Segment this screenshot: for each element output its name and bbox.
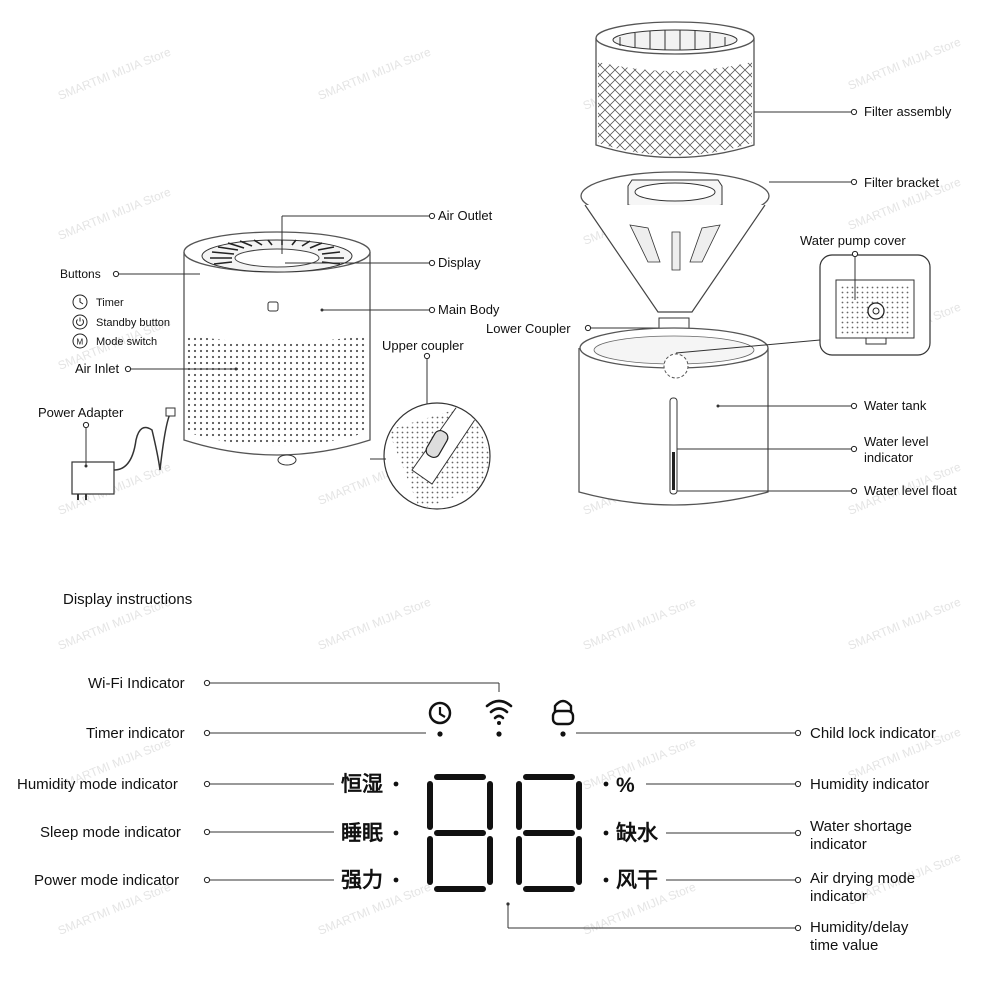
child-lock-indicator-label: Child lock indicator bbox=[810, 725, 936, 742]
filter-assembly-label: Filter assembly bbox=[864, 104, 952, 119]
wifi-icon bbox=[485, 699, 513, 725]
water-shortage-indicator-label-line1: Water shortage bbox=[810, 818, 912, 835]
watermark: SMARTMI MIJIA Store bbox=[846, 35, 963, 93]
left-callouts: Wi-Fi Indicator Timer indicator Humidity… bbox=[17, 675, 500, 889]
grille-vanes bbox=[210, 239, 344, 265]
power-adapter-label: Power Adapter bbox=[38, 405, 124, 420]
panel-sleep-mode: 睡眠 bbox=[341, 821, 383, 845]
panel-power-mode: 强力 bbox=[341, 868, 383, 892]
power-adapter-brick bbox=[71, 461, 115, 495]
mode-m-glyph: M bbox=[77, 338, 84, 347]
lower-coupler-label: Lower Coupler bbox=[486, 321, 571, 336]
bottom-coupler bbox=[277, 454, 297, 466]
digit-right bbox=[516, 774, 582, 892]
power-mode-indicator-label: Power mode indicator bbox=[34, 872, 179, 889]
watermark: SMARTMI MIJIA Store bbox=[56, 45, 173, 103]
brand-logo bbox=[267, 301, 279, 312]
display-disc bbox=[234, 248, 320, 268]
lock-icon bbox=[551, 699, 575, 726]
upper-coupler-label: Upper coupler bbox=[382, 338, 464, 353]
humidity-delay-label-line1: Humidity/delay bbox=[810, 919, 909, 936]
power-cable bbox=[113, 413, 171, 471]
humidity-delay-label-line2: time value bbox=[810, 937, 878, 954]
mode-m-icon bbox=[72, 333, 88, 349]
air-inlet-perforation bbox=[186, 335, 368, 446]
main-body-label: Main Body bbox=[438, 302, 500, 317]
air-outlet-label: Air Outlet bbox=[438, 208, 493, 223]
water-tank-label: Water tank bbox=[864, 398, 927, 413]
buttons-label: Buttons bbox=[60, 267, 101, 281]
digit-left bbox=[427, 774, 493, 892]
watermark-layer: SMARTMI MIJIA Store SMARTMI MIJIA Store … bbox=[56, 35, 963, 938]
watermark: SMARTMI MIJIA Store bbox=[581, 595, 698, 653]
timer-indicator-label: Timer indicator bbox=[86, 725, 185, 742]
watermark: SMARTMI MIJIA Store bbox=[316, 45, 433, 103]
wifi-indicator-label: Wi-Fi Indicator bbox=[88, 675, 185, 692]
watermark: SMARTMI MIJIA Store bbox=[316, 595, 433, 653]
dc-plug bbox=[165, 407, 176, 417]
display-label: Display bbox=[438, 255, 481, 270]
water-level-indicator-label-line1: Water level bbox=[864, 434, 929, 449]
right-callouts: Child lock indicator Humidity indicator … bbox=[506, 725, 936, 954]
water-level-float-label: Water level float bbox=[864, 483, 957, 498]
display-instructions: Display instructions bbox=[17, 591, 936, 954]
water-level-window bbox=[669, 397, 678, 495]
buttons-legend: Timer Standby button M Mode switch bbox=[72, 294, 170, 349]
power-icon bbox=[72, 314, 88, 330]
water-shortage-indicator-label-line2: indicator bbox=[810, 836, 867, 853]
humidity-indicator-label: Humidity indicator bbox=[810, 776, 929, 793]
button-label-timer: Timer bbox=[96, 297, 124, 309]
humidity-mode-indicator-label: Humidity mode indicator bbox=[17, 776, 178, 793]
water-level-indicator-label-line2: indicator bbox=[864, 450, 914, 465]
water-pump-cover-label: Water pump cover bbox=[800, 233, 906, 248]
air-inlet-label: Air Inlet bbox=[75, 361, 119, 376]
seven-segment-display bbox=[427, 774, 582, 892]
panel-air-drying: 风干 bbox=[616, 868, 658, 892]
sleep-mode-indicator-label: Sleep mode indicator bbox=[40, 824, 181, 841]
button-label-mode: Mode switch bbox=[96, 336, 157, 348]
filter-mesh bbox=[598, 62, 752, 156]
filter-bracket-label: Filter bracket bbox=[864, 175, 940, 190]
watermark: SMARTMI MIJIA Store bbox=[846, 595, 963, 653]
air-drying-indicator-label-line1: Air drying mode bbox=[810, 870, 915, 887]
exploded-view-illustration: Filter assembly Filter bracket Lower Cou… bbox=[486, 21, 957, 506]
air-drying-indicator-label-line2: indicator bbox=[810, 888, 867, 905]
panel-humidity-mode: 恒湿 bbox=[341, 772, 383, 796]
pump-location bbox=[663, 353, 689, 379]
clock-icon bbox=[428, 701, 452, 725]
watermark: SMARTMI MIJIA Store bbox=[56, 185, 173, 243]
panel-percent: % bbox=[616, 774, 635, 797]
panel-water-shortage: 缺水 bbox=[616, 821, 659, 845]
assembled-humidifier-illustration: Air Outlet Display Main Body Buttons Tim… bbox=[38, 208, 500, 510]
coupler-contact bbox=[425, 429, 449, 459]
button-label-standby: Standby button bbox=[96, 317, 170, 329]
display-instructions-title: Display instructions bbox=[63, 591, 192, 608]
